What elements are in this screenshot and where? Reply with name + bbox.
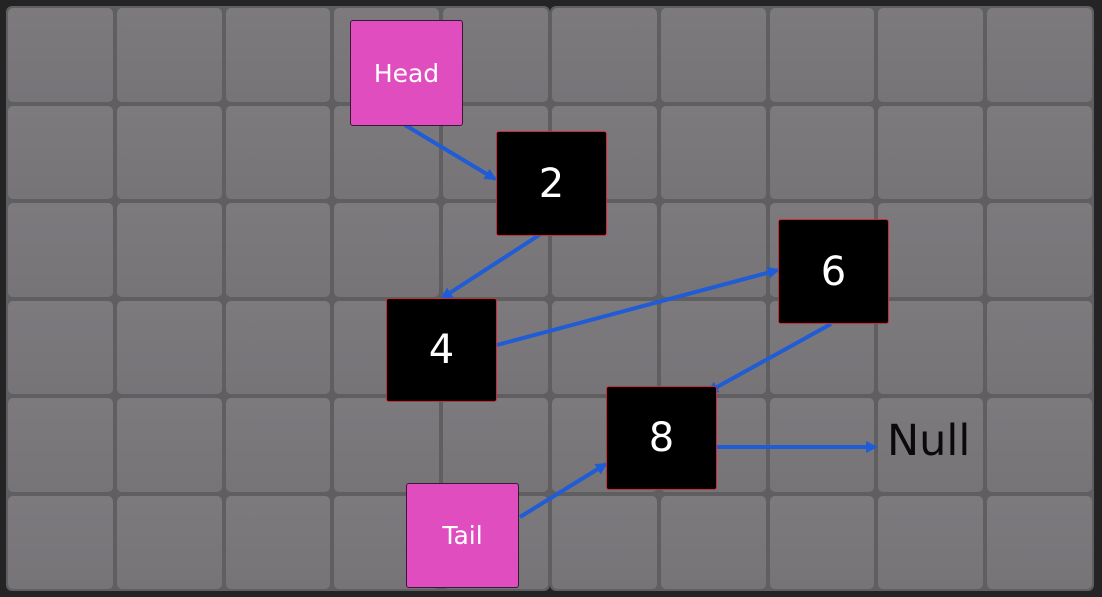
grid-cell	[769, 105, 875, 199]
grid-cell	[987, 105, 1092, 199]
grid-cell	[8, 398, 113, 492]
grid-cell	[116, 8, 222, 102]
list-node-6: 6	[778, 219, 889, 324]
grid-cell	[334, 398, 440, 492]
grid-cell	[8, 300, 113, 394]
grid-cell	[987, 8, 1092, 102]
grid-cell	[552, 8, 657, 102]
grid-cell	[116, 203, 222, 297]
grid-cell	[116, 105, 222, 199]
grid-cell	[878, 495, 984, 589]
list-node-8: 8	[606, 386, 717, 490]
grid-cell	[769, 495, 875, 589]
grid-cell	[660, 300, 766, 394]
grid-cell	[987, 495, 1092, 589]
grid-cell	[225, 300, 331, 394]
grid-cell	[225, 398, 331, 492]
grid-cell	[769, 8, 875, 102]
grid-cell	[878, 300, 984, 394]
list-node-2: 2	[496, 131, 607, 236]
grid-cell	[878, 398, 984, 492]
grid-cell	[334, 203, 440, 297]
grid-cell	[225, 105, 331, 199]
grid-cell	[8, 203, 113, 297]
grid-cell	[987, 300, 1092, 394]
grid-cell	[8, 105, 113, 199]
grid-cell	[443, 398, 548, 492]
grid-cell	[225, 203, 331, 297]
grid-cell	[116, 398, 222, 492]
tail-pointer-box: Tail	[406, 483, 519, 588]
grid-cell	[987, 398, 1092, 492]
grid-cell	[116, 495, 222, 589]
grid-cell	[116, 300, 222, 394]
grid-cell	[8, 495, 113, 589]
list-node-4: 4	[386, 298, 497, 402]
head-pointer-box: Head	[350, 20, 463, 126]
null-terminator-label: Null	[887, 416, 971, 466]
grid-cell	[660, 8, 766, 102]
grid-cell	[987, 203, 1092, 297]
grid-cell	[8, 8, 113, 102]
grid-cell	[769, 398, 875, 492]
grid-cell	[552, 300, 657, 394]
grid-cell	[660, 203, 766, 297]
grid-cell	[552, 495, 657, 589]
grid-cell	[660, 495, 766, 589]
grid-cell	[878, 105, 984, 199]
grid-cell	[878, 203, 984, 297]
grid-cell	[878, 8, 984, 102]
grid-cell	[225, 8, 331, 102]
grid-cell	[225, 495, 331, 589]
grid-cell	[660, 105, 766, 199]
